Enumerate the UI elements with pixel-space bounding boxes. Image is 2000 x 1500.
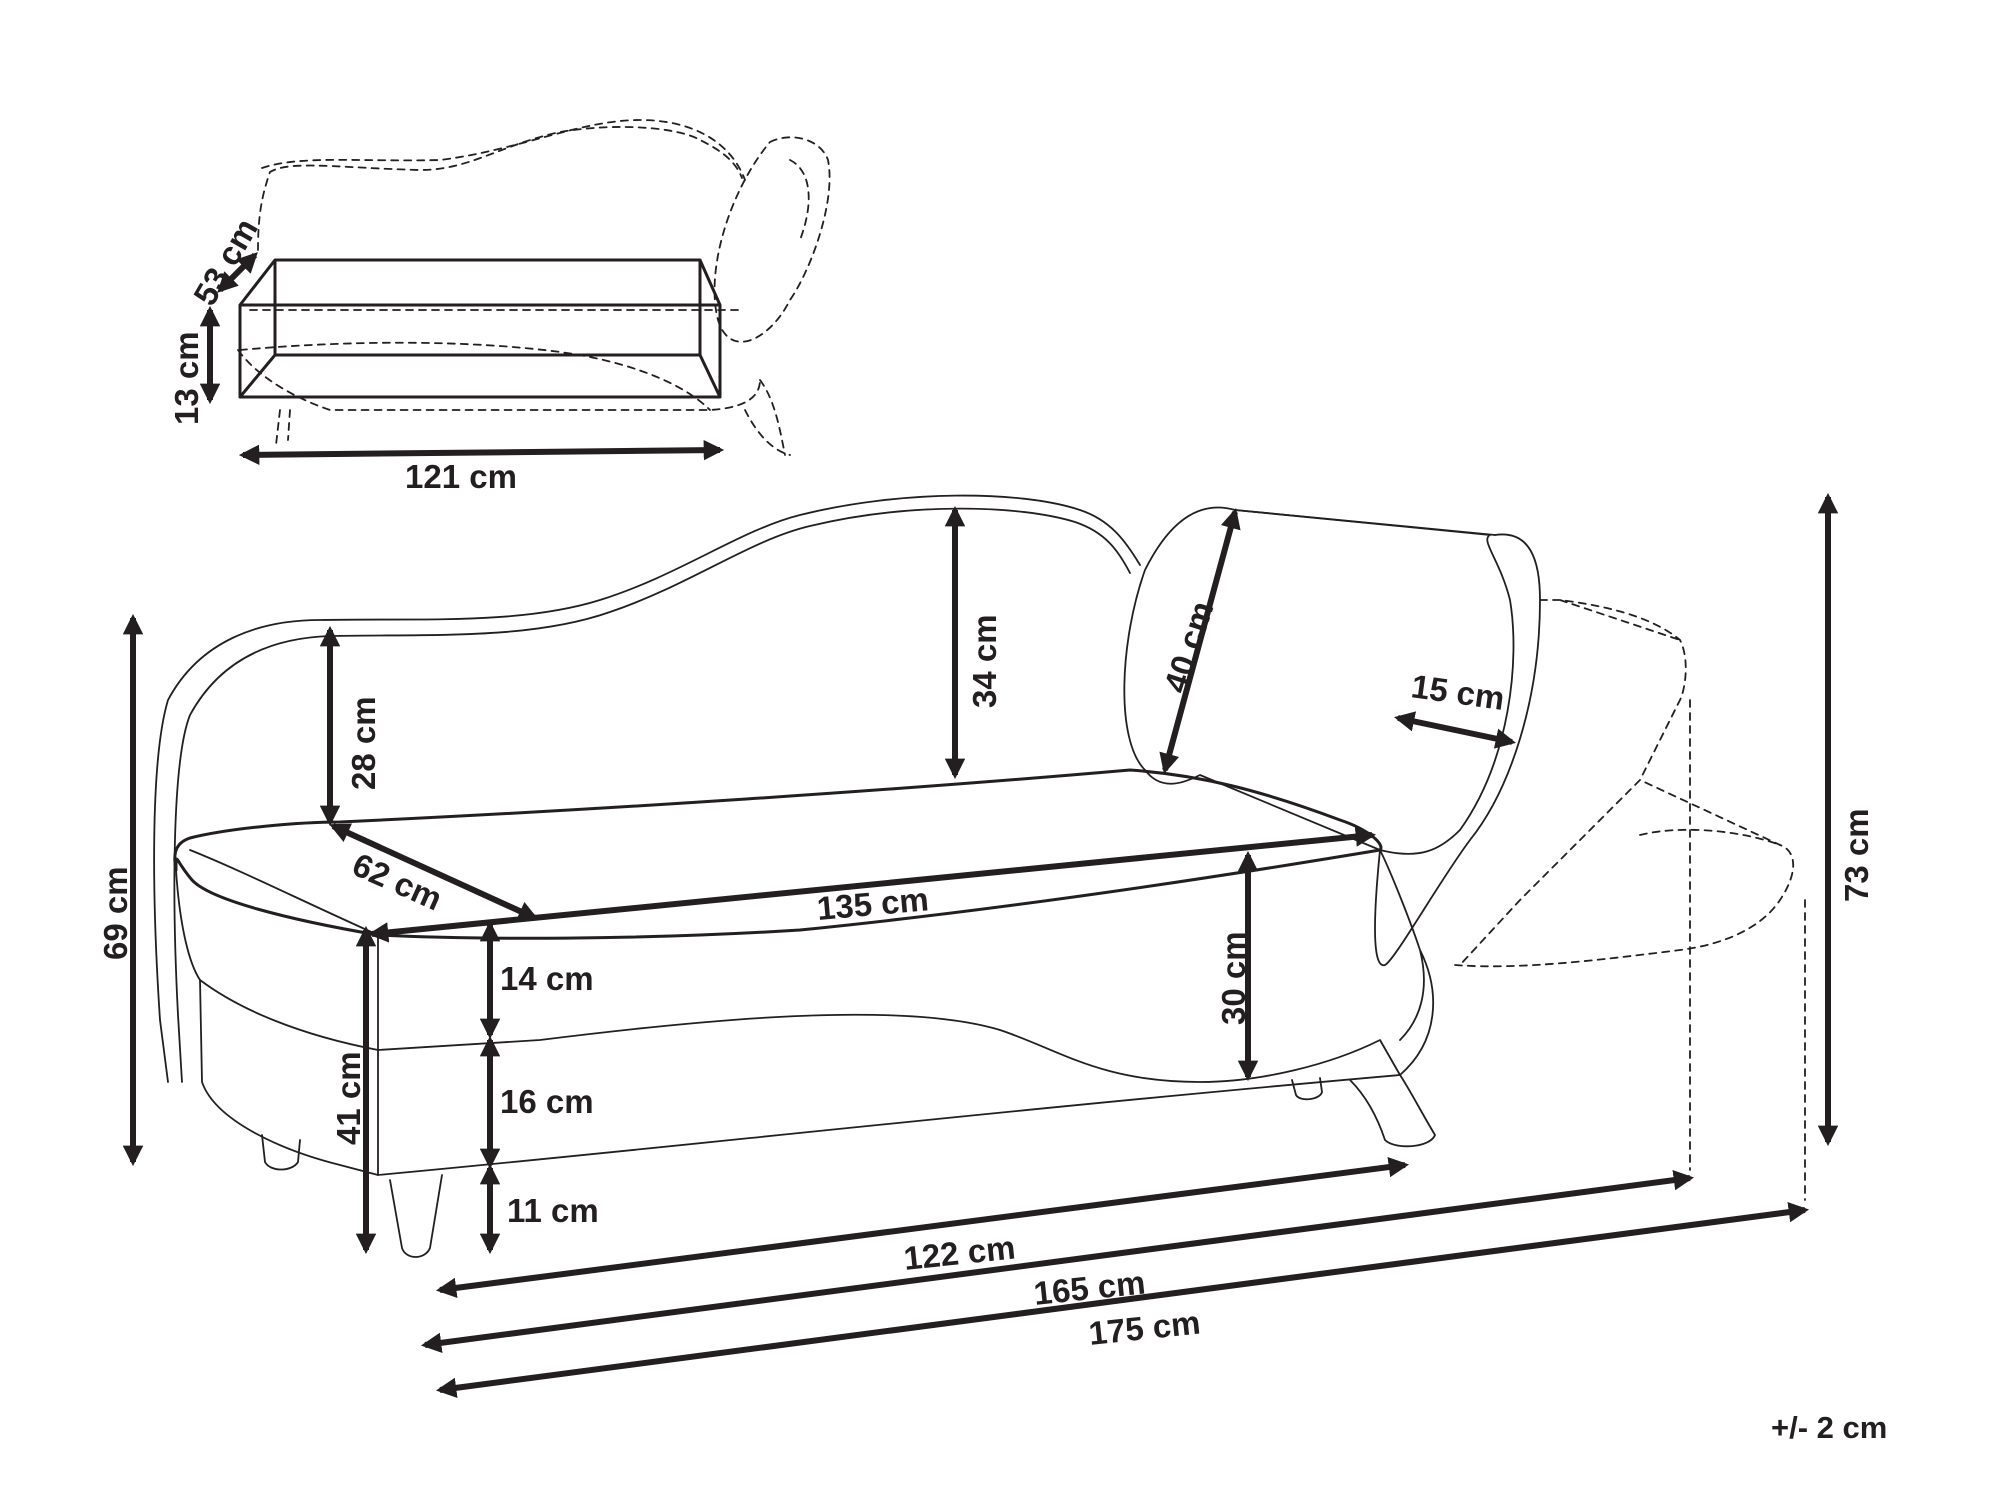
storage-inset: 53 cm 13 cm 121 cm (168, 119, 831, 495)
tolerance-note: +/- 2 cm (1771, 1410, 1887, 1445)
seat-height-label: 41 cm (330, 1051, 367, 1145)
storage-width-label: 121 cm (405, 458, 517, 495)
pillow-diameter-arrow (1159, 508, 1241, 774)
seat-length-arrow (367, 826, 1377, 943)
chaise-longue: 69 cm 28 cm 34 cm 40 cm 15 cm 62 cm 135 … (97, 492, 1875, 1398)
inset-sofa-outline-back (261, 119, 746, 181)
pillow-thickness-label: 15 cm (1409, 667, 1507, 717)
left-front-leg (389, 1174, 443, 1258)
length-175-label: 175 cm (1087, 1303, 1202, 1351)
right-leg (1291, 1074, 1436, 1148)
storage-box (238, 258, 722, 399)
bolster-pillow (1123, 506, 1515, 855)
base-height-label: 16 cm (500, 1083, 594, 1120)
length-165-arrow (420, 1170, 1695, 1353)
leg-height-label: 11 cm (507, 1192, 599, 1229)
length-165-label: 165 cm (1032, 1263, 1147, 1311)
inset-pillow-outline (713, 136, 831, 343)
backrest-outline (153, 494, 1141, 1083)
inset-sofa-outline (257, 126, 743, 251)
left-back-leg (261, 1134, 301, 1171)
storage-depth-arrow (217, 252, 258, 293)
inset-pillow-inner (789, 159, 810, 241)
inset-seat-outline (239, 341, 711, 411)
storage-height-label: 13 cm (168, 331, 205, 425)
backrest-inner-line (173, 507, 1131, 1083)
back-height-label: 28 cm (345, 696, 382, 790)
bolster-end (1374, 533, 1541, 966)
storage-width-arrow (238, 439, 725, 466)
max-height-label: 73 cm (1838, 808, 1875, 902)
storage-depth-label: 53 cm (186, 212, 265, 312)
inset-left-leg (275, 409, 291, 446)
cushion-thickness-label: 14 cm (500, 960, 594, 997)
bolster-reclined-outline (1459, 599, 1687, 966)
armrest-curve (1379, 849, 1434, 1076)
overall-height-label: 69 cm (97, 866, 134, 960)
pillow-diameter-label: 40 cm (1156, 597, 1220, 697)
seat-side-line (189, 849, 379, 936)
inset-right-leg (744, 379, 791, 456)
length-175-arrow (435, 1202, 1810, 1398)
seat-front-edge (175, 869, 379, 1051)
armrest-height-label: 30 cm (1215, 931, 1252, 1025)
bolster-reclined-base (1454, 779, 1795, 968)
bolster-top (1234, 509, 1496, 536)
pillow-thickness-arrow (1394, 711, 1516, 749)
inset-base-outline (237, 349, 761, 411)
backrest-rise-label: 34 cm (966, 614, 1003, 708)
